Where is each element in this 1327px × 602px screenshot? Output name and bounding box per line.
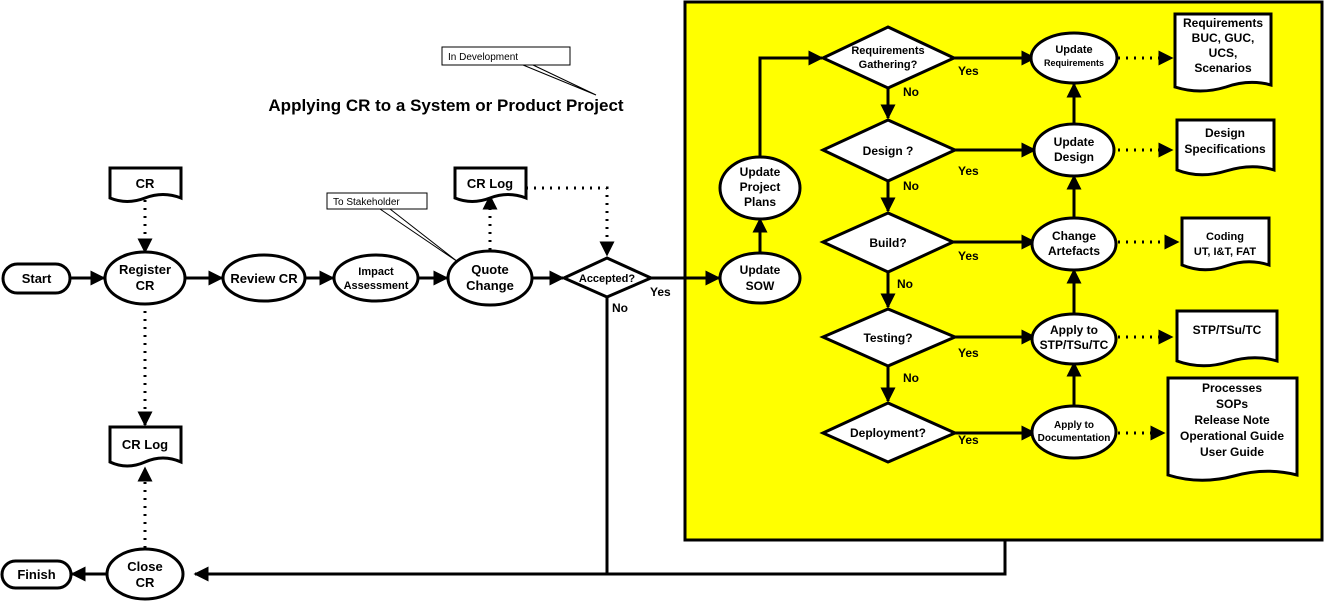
documentation-output-line3: Release Note [1194,413,1270,427]
design-decision: Design ? [819,118,959,183]
update-requirements-node: Update Requirements [1029,31,1119,85]
diagram-title: Applying CR to a System or Product Proje… [268,96,624,115]
apply-documentation-line1: Apply to [1054,420,1094,431]
callout-in-development-text: In Development [448,52,518,63]
impact-assessment-line1: Impact [358,266,394,278]
apply-stp-line1: Apply to [1050,323,1098,337]
cr-log-document-mid: CR Log [453,166,528,203]
stp-output-label: STP/TSu/TC [1193,323,1262,337]
documentation-output-line1: Processes [1202,381,1262,395]
label-no-requirements: No [903,85,919,99]
label-yes-testing: Yes [958,346,979,360]
requirements-decision-line2: Gathering? [859,59,918,71]
cr-document-top-label: CR [136,176,155,191]
change-artefacts-line1: Change [1052,229,1096,243]
label-yes-deployment: Yes [958,433,979,447]
label-yes-build: Yes [958,249,979,263]
documentation-output-line4: Operational Guide [1180,429,1284,443]
design-output-line2: Specifications [1184,142,1266,156]
coding-output-line1: Coding [1206,231,1244,243]
update-project-plans-line3: Plans [744,195,776,209]
update-project-plans-line2: Project [740,180,781,194]
start-label: Start [22,271,52,286]
review-cr-label: Review CR [230,271,298,286]
cr-log-document-left: CR Log [108,425,183,468]
connectors-project [752,50,1082,441]
label-yes-design: Yes [958,164,979,178]
cr-log-document-mid-label: CR Log [467,176,513,191]
stp-output-document: STP/TSu/TC [1175,309,1279,368]
connectors-project-dotted [1118,50,1180,441]
finish-terminator: Finish [0,559,73,590]
apply-documentation-node: Apply to Documentation [1030,404,1118,460]
requirements-decision: Requirements Gathering? [819,25,958,90]
build-decision-label: Build? [869,236,906,250]
update-sow-node: Update SOW [718,251,802,305]
update-design-node: Update Design [1032,122,1116,178]
close-cr-node: Close CR [105,547,185,601]
apply-stp-line2: STP/TSu/TC [1040,338,1109,352]
update-requirements-line2: Requirements [1044,58,1104,68]
cr-document-top: CR [108,166,183,203]
design-decision-label: Design ? [863,144,914,158]
accepted-decision: Accepted? [560,256,655,299]
connectors-dotted [137,186,615,548]
update-sow-line2: SOW [746,279,775,293]
impact-assessment-node: Impact Assessment [332,253,420,303]
apply-stp-node: Apply to STP/TSu/TC [1030,312,1118,366]
documentation-output-line2: SOPs [1216,397,1248,411]
quote-change-line2: Change [466,278,514,293]
update-design-line1: Update [1054,135,1095,149]
callout-in-development: In Development [441,46,597,96]
change-artefacts-line2: Artefacts [1048,244,1100,258]
requirements-output-line3: UCS, [1209,46,1238,60]
requirements-output-line4: Scenarios [1194,61,1252,75]
update-design-line2: Design [1054,150,1094,164]
register-cr-node: Register CR [103,250,187,306]
coding-output-document: Coding UT, I&T, FAT [1180,216,1271,272]
label-no-design: No [903,179,919,193]
impact-assessment-line2: Assessment [344,280,409,292]
documentation-output-line5: User Guide [1200,445,1264,459]
apply-documentation-line2: Documentation [1038,433,1111,444]
label-no-testing: No [903,371,919,385]
requirements-output-line2: BUC, GUC, [1192,31,1255,45]
finish-label: Finish [17,567,55,582]
cr-log-document-left-label: CR Log [122,437,168,452]
label-yes-requirements: Yes [958,64,979,78]
callout-to-stakeholder: To Stakeholder [326,192,459,263]
requirements-output-document: Requirements BUC, GUC, UCS, Scenarios [1173,12,1273,93]
close-cr-line1: Close [127,559,162,574]
register-cr-line2: CR [136,278,155,293]
label-no-build: No [897,277,913,291]
coding-output-line2: UT, I&T, FAT [1194,246,1256,258]
callout-to-stakeholder-text: To Stakeholder [333,197,400,208]
start-terminator: Start [1,262,72,295]
update-requirements-line1: Update [1055,44,1092,56]
review-cr-node: Review CR [221,253,307,303]
register-cr-line1: Register [119,262,171,277]
change-artefacts-node: Change Artefacts [1030,216,1118,272]
update-project-plans-line1: Update [740,165,781,179]
build-decision: Build? [819,211,957,274]
label-yes-accepted: Yes [650,285,671,299]
quote-change-node: Quote Change [446,249,534,307]
requirements-decision-line1: Requirements [851,45,924,57]
quote-change-line1: Quote [471,262,509,277]
label-no-accepted: No [612,301,628,315]
deployment-decision-label: Deployment? [850,426,926,440]
accepted-label: Accepted? [579,273,636,285]
testing-decision: Testing? [819,307,959,368]
requirements-output-line1: Requirements [1183,16,1263,30]
update-sow-line1: Update [740,263,781,277]
update-project-plans-node: Update Project Plans [718,155,802,221]
close-cr-line2: CR [136,575,155,590]
design-output-document: Design Specifications [1175,118,1276,177]
testing-decision-label: Testing? [863,331,912,345]
deployment-decision: Deployment? [819,401,959,464]
documentation-output-document: Processes SOPs Release Note Operational … [1166,376,1299,482]
design-output-line1: Design [1205,126,1245,140]
